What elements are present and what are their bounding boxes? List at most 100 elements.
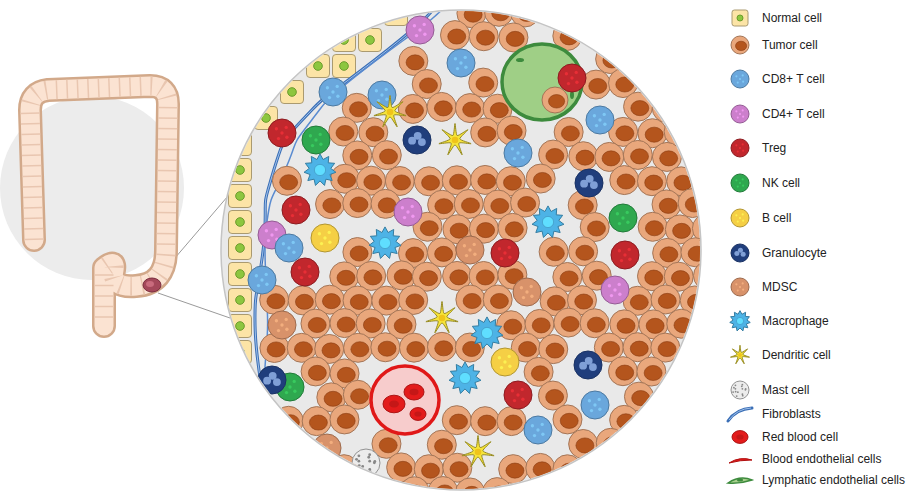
legend-label: Granulocyte (762, 246, 827, 260)
cell-mdsc (313, 434, 341, 462)
cell-tumor (498, 213, 527, 242)
cell-normal (229, 237, 252, 260)
cell-tumor (330, 405, 359, 434)
cell-star (374, 96, 406, 127)
cell-spiky (471, 317, 503, 349)
colon-tumor-core (146, 281, 154, 287)
cell-tumor (554, 308, 583, 337)
cell-tumor (608, 357, 637, 386)
legend-row: Mast cell (726, 379, 809, 401)
legend-label: B cell (762, 211, 791, 225)
cell-lymph (406, 16, 434, 44)
cell-star (426, 302, 458, 333)
cell-tumor (539, 237, 568, 266)
cell-rbc (404, 384, 424, 400)
cell-rbc (383, 395, 405, 413)
cell-normal (732, 10, 748, 26)
legend-row: Granulocyte (726, 242, 827, 264)
cell-tumor (610, 166, 639, 195)
legend-swatch (726, 344, 754, 366)
cell-spiky (730, 311, 750, 331)
cell-tumor (398, 94, 427, 123)
legend-label: Lymphatic endothelial cells (762, 473, 905, 487)
cell-lymph (319, 78, 347, 106)
cell-tumor (372, 141, 401, 170)
fibroblast-strand (255, 0, 442, 490)
legend-row: Tumor cell (726, 34, 818, 56)
tumor-microenvironment-outline (221, 10, 701, 490)
cell-spiky (532, 206, 564, 238)
cell-lymph (491, 348, 519, 376)
legend-row: Macrophage (726, 310, 829, 332)
legend-label: NK cell (762, 176, 800, 190)
legend: Normal cellTumor cellCD8+ T cellCD4+ T c… (726, 0, 915, 494)
cell-tumor (681, 238, 710, 267)
cell-tumor (456, 285, 485, 314)
cell-tumor (302, 407, 331, 436)
cell-normal (229, 289, 252, 312)
legend-row: MDSC (726, 276, 797, 298)
legend-row: Lymphatic endothelial cells (726, 469, 905, 491)
cell-tumor (454, 190, 483, 219)
legend-swatch (726, 242, 754, 264)
cell-lymph (394, 198, 422, 226)
cell-gran (258, 366, 286, 394)
cell-lymph (558, 64, 586, 92)
legend-row: B cell (726, 207, 791, 229)
cell-lymph (586, 106, 614, 134)
fibroblast-strand (255, 0, 442, 490)
cell-normal (333, 55, 356, 78)
legend-label: CD4+ T cell (762, 107, 825, 121)
colon-tumor (143, 278, 161, 292)
cell-tumor (511, 188, 540, 217)
cell-tumor (301, 357, 330, 386)
cell-tumor (428, 477, 457, 494)
cell-normal (229, 315, 252, 338)
cell-lymph (447, 49, 475, 77)
cell-lymph (524, 416, 552, 444)
cell-tumor (624, 92, 653, 121)
legend-label: Tumor cell (762, 38, 818, 52)
legend-swatch (726, 207, 754, 229)
cell-lymph (731, 105, 749, 123)
cell-tumor (469, 22, 498, 51)
legend-row: NK cell (726, 172, 800, 194)
cell-tumor (440, 21, 469, 50)
cell-tumor (731, 36, 749, 54)
cell-field (229, 0, 723, 494)
cell-tumor (553, 405, 582, 434)
cell-lymph (611, 241, 639, 269)
cell-tumor (678, 189, 707, 218)
legend-label: Dendritic cell (762, 348, 831, 362)
colon (30, 86, 168, 326)
cell-tumor (471, 407, 500, 436)
cell-tumor (427, 92, 456, 121)
cell-tumor (272, 166, 301, 195)
cell-tumor (400, 333, 429, 362)
cell-normal (229, 185, 252, 208)
cell-tumor (344, 333, 373, 362)
cell-normal (229, 133, 252, 156)
cell-gran (574, 351, 602, 379)
legend-swatch (726, 276, 754, 298)
legend-label: Blood endothelial cells (762, 452, 881, 466)
cell-lymph (731, 209, 749, 227)
legend-swatch (726, 68, 754, 90)
cell-tumor (664, 117, 693, 146)
cell-tumor (569, 142, 598, 171)
cell-lymph (311, 224, 339, 252)
cell-tumor (469, 68, 498, 97)
cell-lymph (731, 70, 749, 88)
cell-mast (352, 449, 380, 477)
cell-gran (731, 244, 749, 262)
cell-lymph (491, 239, 519, 267)
cell-mdsc (513, 278, 541, 306)
cell-tumor (596, 45, 625, 74)
legend-swatch (726, 137, 754, 159)
cell-star (462, 436, 494, 467)
cell-lymph (504, 139, 532, 167)
cell-tumor (542, 87, 568, 113)
cell-lymph (275, 234, 303, 262)
cell-lymph (268, 119, 296, 147)
cell-rbc (732, 431, 748, 444)
